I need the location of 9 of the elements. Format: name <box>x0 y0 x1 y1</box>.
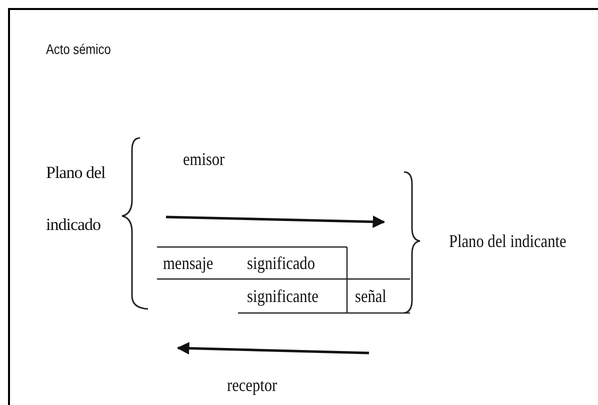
diagram-title: Acto sémico <box>46 41 111 57</box>
role-label: emisor <box>183 148 225 170</box>
table-cell: significado <box>247 252 315 274</box>
table-cell: mensaje <box>163 252 214 274</box>
plane-label: Plano del indicado <box>46 162 106 236</box>
table-cell: señal <box>355 285 386 307</box>
role-label: receptor <box>227 374 278 396</box>
plane-label: Plano del indicante <box>449 230 566 252</box>
table-cell: significante <box>247 285 318 307</box>
